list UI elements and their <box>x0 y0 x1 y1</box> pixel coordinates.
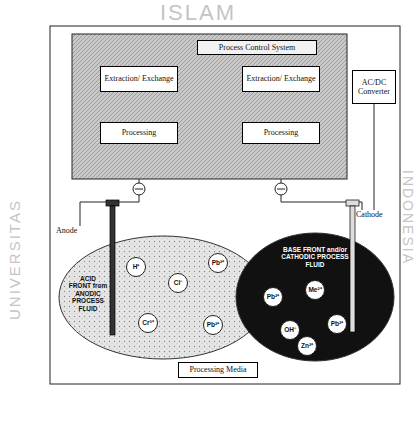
process-box: Extraction/ Exchange <box>100 66 178 92</box>
ion-label: H⁺ <box>133 263 140 270</box>
pipe-connector <box>374 104 375 210</box>
electrode-label: Cathode <box>356 210 402 225</box>
ion-circle: Pb²⁺ <box>327 314 347 334</box>
process-box: AC/DC Converter <box>352 70 396 104</box>
node-text: ACID FRONT from ANODIC PROCESS FLUID <box>68 275 108 312</box>
ion-circle: Cr³⁺ <box>138 313 158 333</box>
pump-symbol <box>135 189 143 190</box>
panel-outline <box>72 34 347 179</box>
pump-symbol <box>133 183 145 195</box>
ion-circle: Pb²⁺ <box>263 287 283 307</box>
outer-frame <box>50 26 400 384</box>
ion-circle: Cl⁻ <box>168 273 188 293</box>
node-text: AC/DC Converter <box>356 78 392 96</box>
panel-title: Process Control System <box>197 40 317 55</box>
node-text: Cathode <box>356 210 402 219</box>
ion-circle: OH⁻ <box>280 320 300 340</box>
electrode-label: Anode <box>56 226 104 241</box>
ion-label: Zn²⁺ <box>301 342 313 349</box>
pump-symbol <box>275 183 287 195</box>
node-text: Processing Media <box>189 365 246 374</box>
process-box: Processing <box>242 122 320 144</box>
node-text: Anode <box>56 226 104 235</box>
ion-label: Me²⁺ <box>308 286 321 293</box>
ion-circle: Pb²⁺ <box>203 315 223 335</box>
node-text: Processing <box>122 128 157 137</box>
node-text: Extraction/ Exchange <box>104 74 173 83</box>
ion-circle: Zn²⁺ <box>297 336 317 356</box>
ion-label: Pb²⁺ <box>207 321 219 328</box>
ion-circle: Pb²⁺ <box>208 253 228 273</box>
ion-label: Pb²⁺ <box>267 293 279 300</box>
node-text: Processing <box>264 128 299 137</box>
watermark-text: UNIVERSITAS <box>6 199 23 320</box>
ion-label: Pb²⁺ <box>212 259 224 266</box>
ion-circle: Me²⁺ <box>305 280 325 300</box>
process-box: Extraction/ Exchange <box>242 66 320 92</box>
node-text: BASE FRONT and/or CATHODIC PROCESS FLUID <box>277 246 353 268</box>
process-box: Processing Media <box>178 362 258 378</box>
ion-label: Cl⁻ <box>174 279 183 286</box>
process-fluid-zone: BASE FRONT and/or CATHODIC PROCESS FLUID… <box>235 232 395 362</box>
watermark-text: ISLAM <box>160 0 236 26</box>
ion-label: Pb²⁺ <box>331 320 343 327</box>
process-box: Processing <box>100 122 178 144</box>
ion-circle: H⁺ <box>126 257 146 277</box>
control-panel: Process Control SystemExtraction/ Exchan… <box>72 34 347 179</box>
pump-symbol <box>277 189 285 190</box>
node-text: Extraction/ Exchange <box>246 74 315 83</box>
watermark-text: INDONESIA <box>400 170 416 265</box>
ion-label: Cr³⁺ <box>142 319 153 326</box>
ion-label: OH⁻ <box>284 326 296 333</box>
